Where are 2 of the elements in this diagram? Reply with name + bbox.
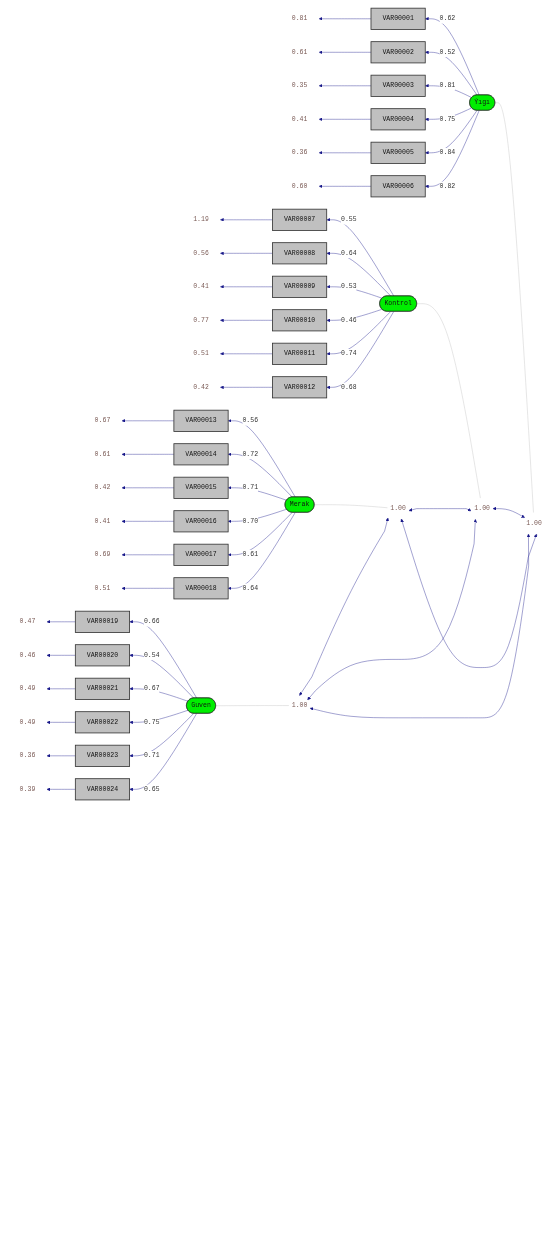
connector [494, 102, 534, 513]
connector [416, 303, 481, 499]
